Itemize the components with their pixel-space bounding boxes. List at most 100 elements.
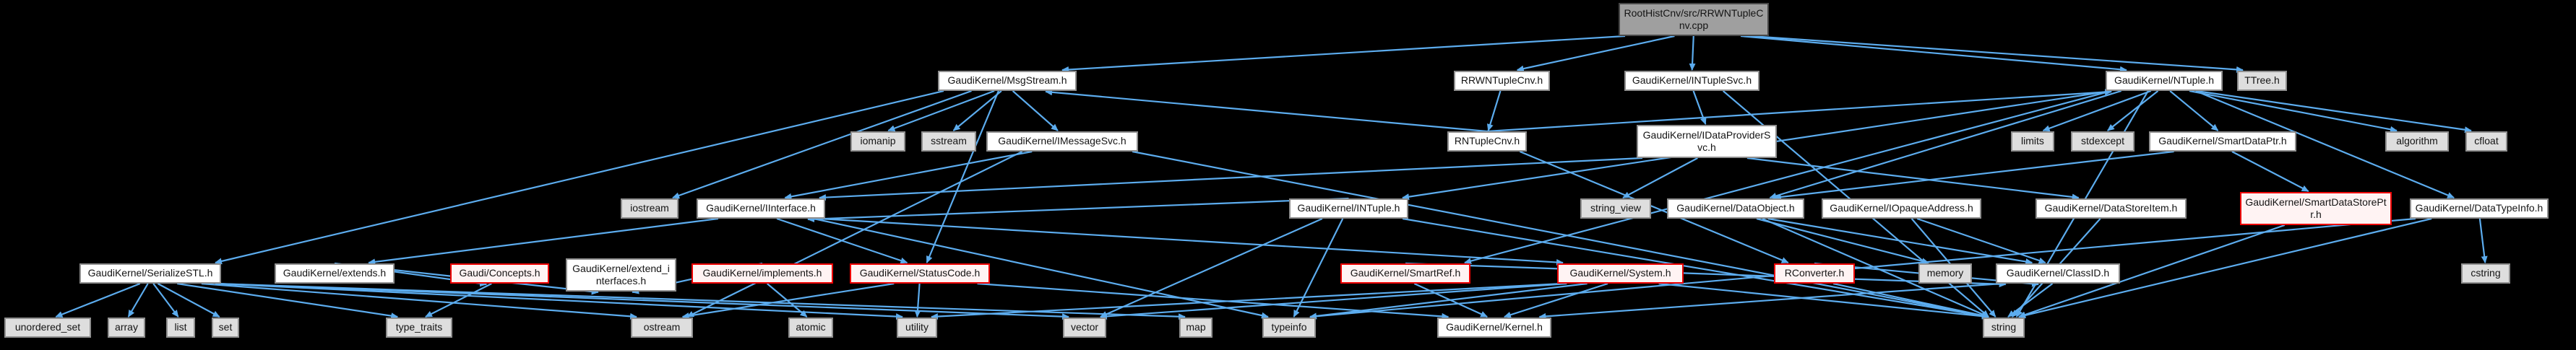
graph-node-typeinfo: typeinfo — [1262, 318, 1316, 338]
edge-rntuplecnv-to-msgstream — [1045, 89, 1488, 133]
graph-node-concepts[interactable]: Gaudi/Concepts.h — [450, 263, 549, 284]
edge-datatypeinfo-to-string — [2018, 217, 2432, 319]
edge-ntuple-to-cfloat — [2196, 89, 2472, 134]
edge-datatypeinfo-to-typeinfo — [1309, 217, 2416, 320]
edge-iinterface-to-statuscode — [776, 217, 908, 264]
edge-ntuple-to-smartdataptr — [2169, 90, 2219, 131]
edge-statuscode-to-ostream — [681, 282, 895, 320]
edge-system-to-kernel — [1504, 282, 1608, 318]
edge-cpp-to-intuplesvc — [1689, 35, 1696, 71]
graph-node-idataprovidersvc[interactable]: GaudiKernel/IDataProviderSvc.h — [1637, 125, 1777, 158]
edge-rntuplecnv-to-ntuple — [1486, 89, 2112, 133]
graph-node-cpp: RootHistCnv/src/RRWNTupleCnv.cpp — [1619, 3, 1769, 36]
graph-node-map: map — [1179, 318, 1212, 338]
edge-cpp-to-msgstream — [1061, 35, 1626, 73]
edge-iinterface-to-typeinfo — [813, 217, 1269, 319]
graph-node-datastoreitem[interactable]: GaudiKernel/DataStoreItem.h — [2036, 198, 2187, 219]
graph-node-dataobject[interactable]: GaudiKernel/DataObject.h — [1667, 198, 1804, 219]
edge-msgstream-to-iostream — [672, 89, 972, 199]
graph-node-rntuplecnv[interactable]: RNTupleCnv.h — [1447, 131, 1527, 152]
graph-node-datatypeinfo[interactable]: GaudiKernel/DataTypeInfo.h — [2410, 198, 2549, 219]
edge-rrwntuplecnv-to-rntuplecnv — [1486, 90, 1502, 131]
graph-node-smartref[interactable]: GaudiKernel/SmartRef.h — [1340, 263, 1470, 284]
edge-msgstream-to-serializestl — [215, 89, 944, 265]
graph-node-imessagesvc[interactable]: GaudiKernel/IMessageSvc.h — [986, 131, 1138, 152]
edge-cpp-to-ttree — [1750, 35, 2244, 73]
edge-system-to-utility — [931, 282, 1564, 320]
edge-statuscode-to-utility — [914, 283, 921, 318]
edge-iinterface-to-extends — [368, 217, 719, 266]
graph-node-extend_interfaces[interactable]: GaudiKernel/extend_interfaces.h — [566, 258, 676, 292]
graph-node-implements[interactable]: GaudiKernel/implements.h — [692, 263, 833, 284]
graph-node-system[interactable]: GaudiKernel/System.h — [1557, 263, 1684, 284]
edge-serializestl-to-utility — [215, 282, 903, 320]
edge-serializestl-to-array — [127, 283, 149, 318]
edge-idataprovidersvc-to-string_view — [1622, 157, 1698, 198]
graph-node-iinterface[interactable]: GaudiKernel/IInterface.h — [697, 198, 825, 219]
edge-concepts-to-type_traits — [425, 283, 492, 318]
graph-node-cstring: cstring — [2461, 263, 2510, 284]
graph-node-vector: vector — [1063, 318, 1106, 338]
edge-imessagesvc-to-ostream — [686, 151, 1023, 318]
graph-node-ostream: ostream — [631, 318, 693, 338]
edge-system-to-vector — [1100, 282, 1567, 320]
edge-ntuple-to-datatypeinfo — [2195, 89, 2455, 199]
graph-node-kernel[interactable]: GaudiKernel/Kernel.h — [1437, 318, 1551, 338]
graph-node-ntuple[interactable]: GaudiKernel/NTuple.h — [2106, 71, 2223, 91]
edge-serializestl-to-list — [152, 283, 179, 318]
edge-cpp-to-rrwntuplecnv — [1516, 35, 1675, 72]
edge-msgstream-to-iomanip — [887, 89, 995, 132]
graph-node-ttree: TTree.h — [2237, 71, 2287, 91]
edge-msgstream-to-imessagesvc — [1012, 90, 1059, 131]
graph-node-smartdatastoreptr[interactable]: GaudiKernel/SmartDataStorePtr.h — [2240, 192, 2392, 225]
edge-intuplesvc-to-idataprovidersvc — [1692, 90, 1707, 125]
edge-intuple-to-vector — [1100, 217, 1323, 318]
edge-dataobject-to-memory — [1756, 217, 1929, 265]
graph-node-smartdataptr[interactable]: GaudiKernel/SmartDataPtr.h — [2149, 131, 2296, 152]
graph-node-type_traits: type_traits — [386, 318, 452, 338]
edge-intuple-to-string — [1402, 217, 1989, 319]
edge-serializestl-to-ostream — [201, 282, 637, 320]
graph-node-rconverter[interactable]: RConverter.h — [1774, 263, 1855, 284]
edge-rconverter-to-string — [1832, 282, 1990, 319]
edge-msgstream-to-statuscode — [926, 90, 999, 263]
graph-node-serializestl[interactable]: GaudiKernel/SerializeSTL.h — [79, 263, 221, 284]
graph-node-msgstream[interactable]: GaudiKernel/MsgStream.h — [938, 71, 1077, 91]
graph-node-intuple[interactable]: GaudiKernel/INTuple.h — [1289, 198, 1408, 219]
graph-node-atomic: atomic — [788, 318, 833, 338]
graph-node-stdexcept: stdexcept — [2071, 131, 2135, 152]
graph-node-array: array — [108, 318, 145, 338]
edge-ntuple-to-stdexcept — [2107, 90, 2159, 131]
edge-ntuple-to-limits — [2042, 89, 2152, 132]
edge-serializestl-to-set — [157, 283, 220, 318]
graph-node-iomanip: iomanip — [850, 131, 905, 152]
graph-node-unordered_set: unordered_set — [4, 318, 91, 338]
graph-node-rrwntuplecnv[interactable]: RRWNTupleCnv.h — [1454, 71, 1550, 91]
graph-node-memory: memory — [1918, 263, 1972, 284]
edge-smartdataptr-to-smartdatastoreptr — [2231, 151, 2309, 192]
graph-node-statuscode[interactable]: GaudiKernel/StatusCode.h — [850, 263, 990, 284]
graph-node-string: string — [1983, 318, 2025, 338]
edge-system-to-typeinfo — [1309, 282, 1588, 320]
graph-node-iopaqueaddress[interactable]: GaudiKernel/IOpaqueAddress.h — [1822, 198, 1981, 219]
graph-node-limits: limits — [2011, 131, 2054, 152]
edge-serializestl-to-vector — [215, 282, 1069, 320]
edge-iinterface-to-system — [819, 217, 1564, 266]
graph-node-sstream: sstream — [921, 131, 976, 152]
edge-datatypeinfo-to-cstring — [2478, 218, 2488, 263]
edge-idataprovidersvc-to-iinterface — [819, 157, 1643, 201]
edge-intuple-to-typeinfo — [1293, 218, 1344, 318]
edge-rntuplecnv-to-rconverter — [1519, 150, 1789, 264]
edge-system-to-string — [1658, 282, 1989, 320]
graph-node-extends[interactable]: GaudiKernel/extends.h — [275, 263, 395, 284]
edge-dataobject-to-classid — [1767, 217, 2033, 265]
edge-serializestl-to-type_traits — [177, 282, 399, 320]
graph-node-intuplesvc[interactable]: GaudiKernel/INTupleSvc.h — [1624, 71, 1759, 91]
edge-dataobject-to-string — [1762, 217, 1989, 318]
graph-node-classid[interactable]: GaudiKernel/ClassID.h — [1996, 263, 2120, 284]
edge-classid-to-kernel — [1538, 282, 2002, 320]
graph-node-algorithm: algorithm — [2385, 131, 2449, 152]
graph-node-string_view: string_view — [1580, 198, 1651, 219]
